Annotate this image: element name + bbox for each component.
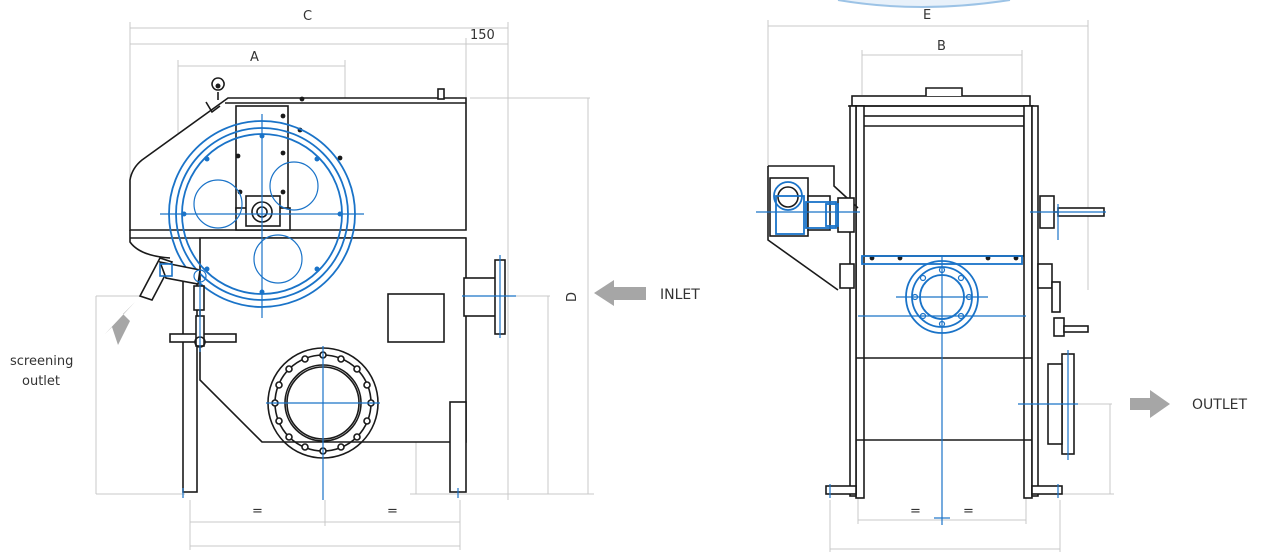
screening-outlet-arrow (105, 302, 135, 345)
side-view-outlet-flange (266, 346, 380, 500)
dimension-label-b: B (937, 39, 946, 54)
dimension-label-c: C (303, 9, 312, 24)
outlet-arrow (1130, 390, 1170, 418)
side-view: C A 150 D = = (95, 9, 594, 550)
dimension-label-equal-2: = (387, 504, 398, 519)
side-view-inlet-flange-axes (182, 255, 516, 498)
inlet-arrow (594, 280, 646, 306)
inlet-label: INLET (660, 287, 700, 303)
side-view-scraper (138, 257, 207, 352)
dimension-label-equal-4: = (963, 504, 974, 519)
dimension-label-equal-3: = (910, 504, 921, 519)
dimension-label-150: 150 (470, 28, 495, 43)
dimension-label-d: D (565, 292, 580, 302)
outlet-label: OUTLET (1192, 397, 1247, 413)
side-view-housing (129, 77, 506, 493)
dimension-label-e: E (923, 8, 931, 23)
front-view: E B = = (756, 8, 1114, 552)
front-view-body (767, 87, 1105, 499)
side-view-bolts (235, 96, 343, 195)
screening-outlet-label-line1: screening (10, 354, 73, 369)
dimension-label-equal-1: = (252, 504, 263, 519)
header-arc-decoration (837, 0, 1011, 8)
front-view-inlet-flange (829, 255, 1078, 525)
front-view-drive-motor (756, 181, 1106, 240)
screening-outlet-label-line2: outlet (22, 374, 60, 389)
dimension-label-a: A (250, 50, 259, 65)
side-view-drum (160, 114, 364, 318)
